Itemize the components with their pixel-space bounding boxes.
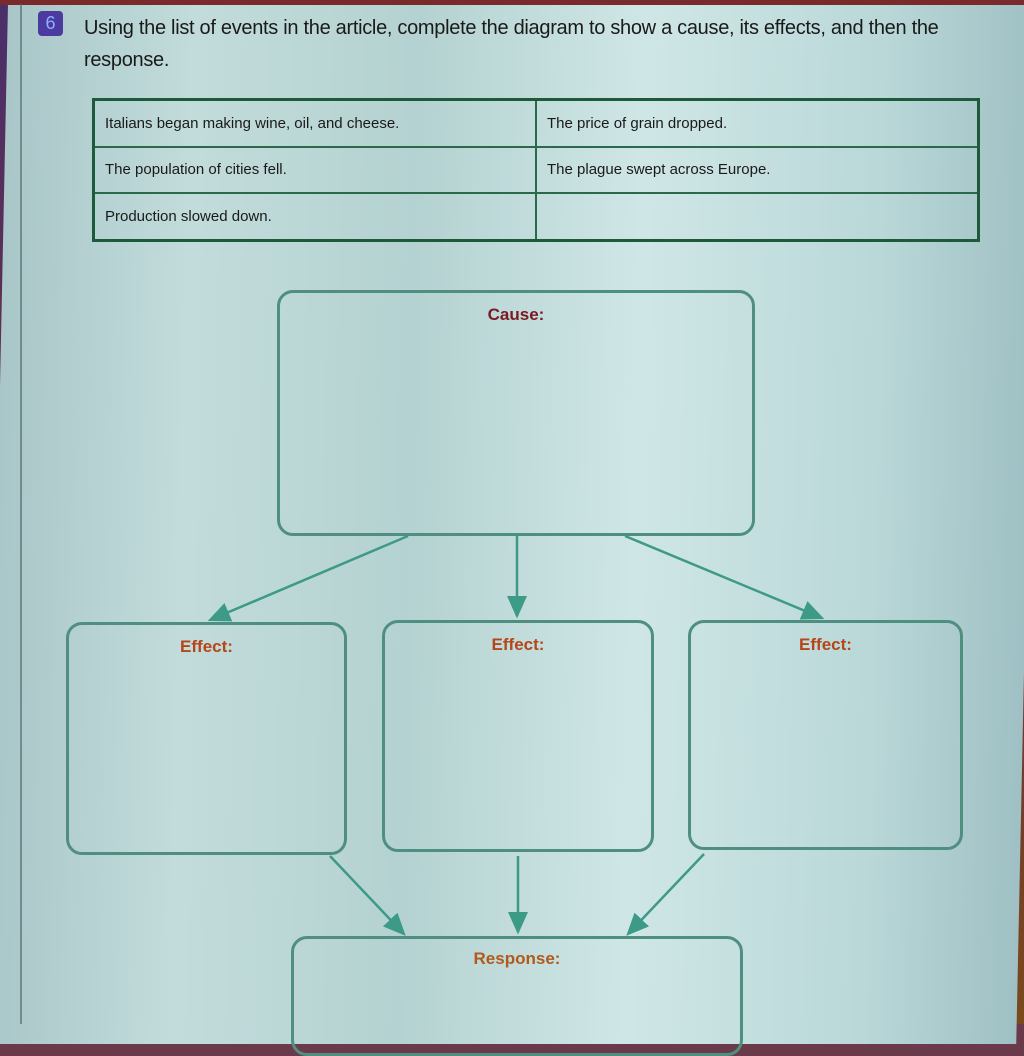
cause-label: Cause:	[487, 305, 545, 324]
effect-box-2[interactable]: Effect:	[382, 620, 654, 852]
question-prompt: Using the list of events in the article,…	[84, 17, 939, 71]
table-row: The population of cities fell. The plagu…	[92, 145, 980, 195]
question-number-badge: 6	[38, 11, 63, 36]
cause-box[interactable]: Cause:	[277, 290, 755, 536]
diagram-arrows	[207, 534, 825, 936]
arrow-icon	[329, 855, 406, 936]
events-table: Italians began making wine, oil, and che…	[92, 98, 980, 242]
arrow-icon	[624, 534, 825, 620]
arrow-icon	[207, 534, 409, 622]
event-cell: Italians began making wine, oil, and che…	[92, 98, 537, 148]
effect-label: Effect:	[180, 637, 233, 656]
effect-box-1[interactable]: Effect:	[66, 622, 347, 855]
table-row: Italians began making wine, oil, and che…	[92, 98, 980, 148]
effect-label: Effect:	[799, 635, 852, 654]
event-cell: The price of grain dropped.	[535, 98, 980, 148]
event-cell-empty	[535, 192, 980, 242]
effect-label: Effect:	[491, 635, 545, 654]
response-box[interactable]: Response:	[291, 936, 743, 1056]
response-label: Response:	[473, 949, 561, 968]
page-margin-line	[20, 4, 22, 1024]
effect-box-3[interactable]: Effect:	[688, 620, 963, 850]
top-edge	[0, 0, 1024, 5]
arrow-icon	[626, 853, 705, 936]
event-cell: The plague swept across Europe.	[535, 145, 980, 195]
event-cell: The population of cities fell.	[92, 145, 537, 195]
table-row: Production slowed down.	[92, 192, 980, 242]
event-cell: Production slowed down.	[92, 192, 537, 242]
